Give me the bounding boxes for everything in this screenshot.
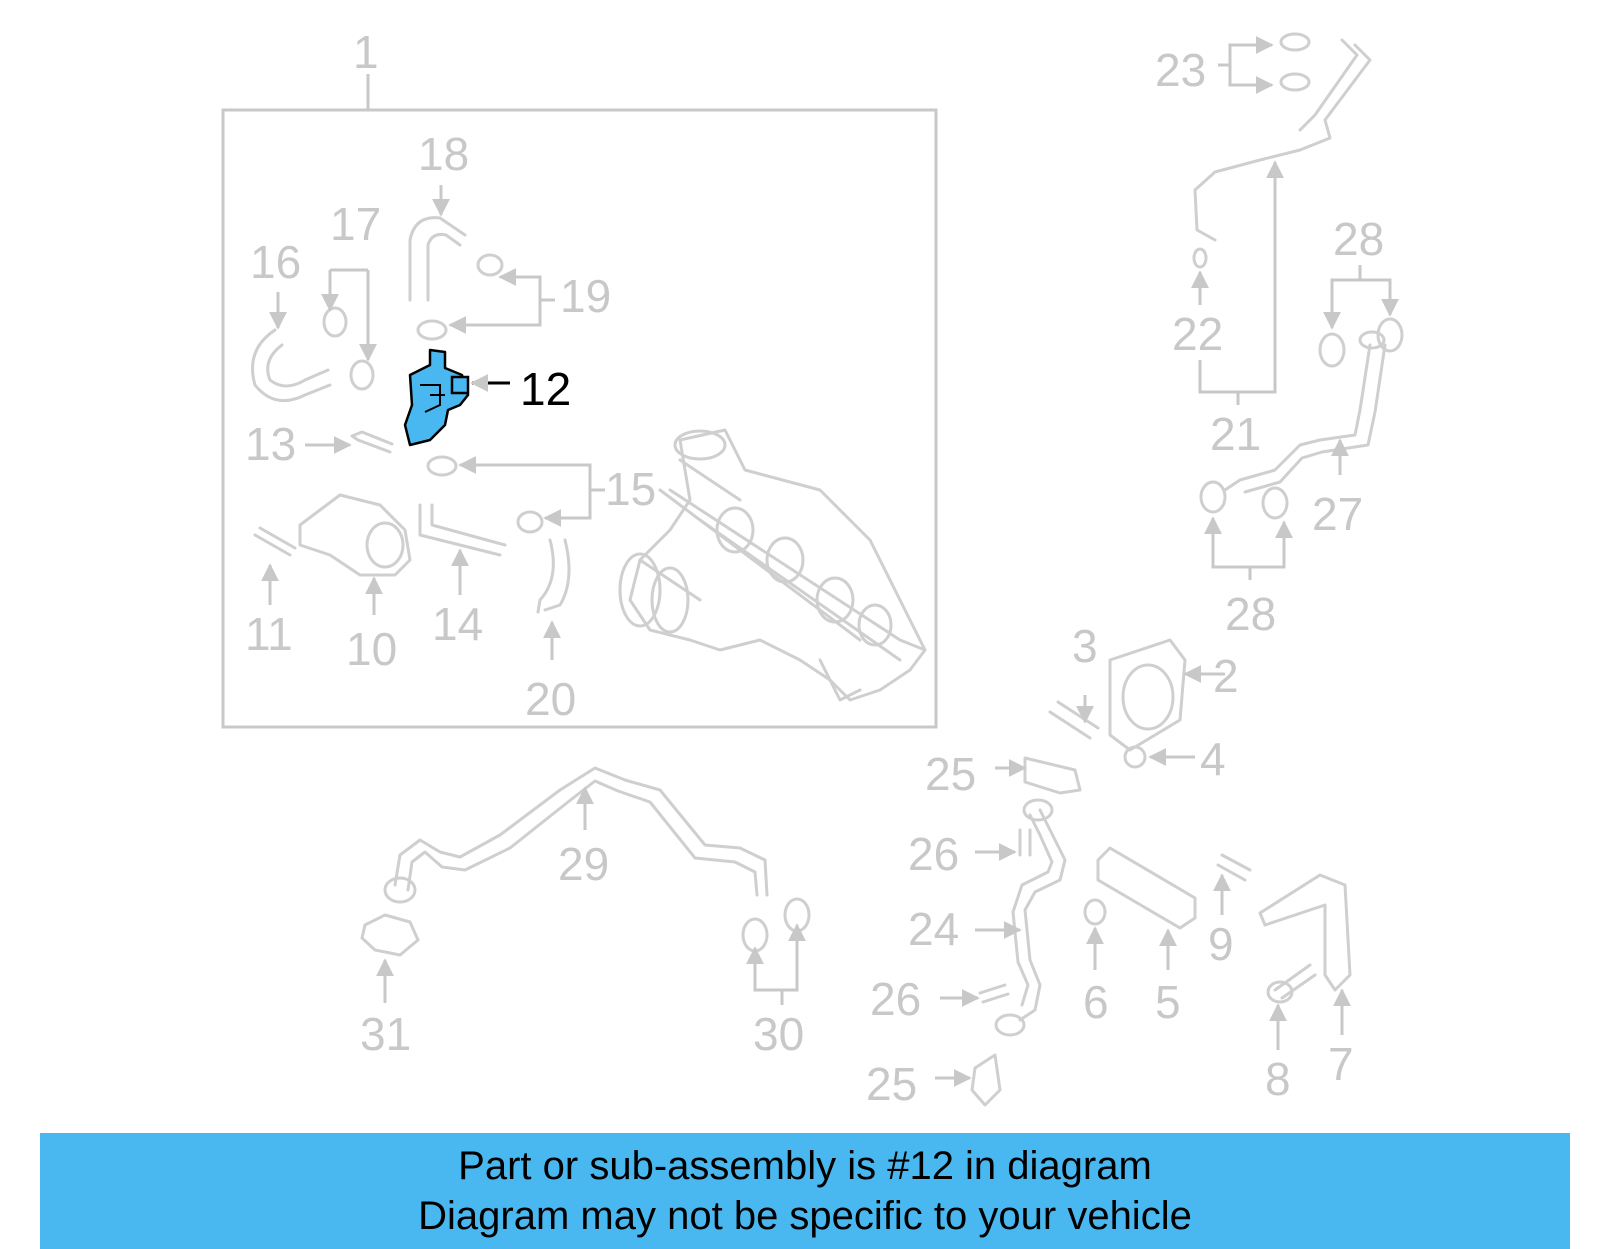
bolt-8 — [1273, 963, 1317, 1000]
label-8: 8 — [1265, 1053, 1291, 1105]
label-29: 29 — [558, 838, 609, 890]
label-10: 10 — [346, 623, 397, 675]
clamp-31 — [360, 913, 420, 957]
label-21: 21 — [1210, 408, 1261, 460]
label-28b: 28 — [1225, 588, 1276, 640]
line-27 — [1223, 343, 1372, 492]
seal-22 — [1192, 247, 1208, 269]
clamp-15a — [426, 455, 458, 477]
label-23: 23 — [1155, 44, 1206, 96]
line-29 — [393, 766, 769, 897]
hose-18 — [408, 216, 467, 302]
label-17: 17 — [330, 198, 381, 250]
seal-28c — [1199, 480, 1227, 514]
label-16: 16 — [250, 236, 301, 288]
label-3: 3 — [1072, 620, 1098, 672]
bracket-5 — [1096, 846, 1197, 930]
label-19: 19 — [560, 270, 611, 322]
label-7: 7 — [1328, 1038, 1354, 1090]
gasket-25a — [1023, 756, 1082, 795]
label-2: 2 — [1213, 650, 1239, 702]
label-26a: 26 — [908, 828, 959, 880]
seal-28b — [1376, 317, 1404, 353]
label-24: 24 — [908, 903, 959, 955]
bolt-11 — [253, 526, 297, 557]
leader-lines — [261, 36, 1399, 1087]
seal-28a — [1318, 332, 1346, 368]
bolt-26b — [978, 983, 1010, 1004]
clamp-17b — [349, 359, 375, 391]
hose-14 — [418, 503, 507, 557]
label-9: 9 — [1208, 918, 1234, 970]
gasket-25b — [970, 1053, 1002, 1107]
seal-28d — [1261, 486, 1289, 520]
label-4: 4 — [1200, 733, 1226, 785]
label-28a: 28 — [1333, 213, 1384, 265]
callout-labels: 1 2 3 4 5 6 7 8 9 10 11 12 13 14 15 16 1… — [245, 26, 1384, 1110]
bolt-26a — [1018, 828, 1032, 857]
label-14: 14 — [432, 598, 483, 650]
seal-30a — [741, 917, 769, 953]
bolt-9 — [1216, 853, 1252, 882]
bolt-13 — [350, 430, 394, 454]
label-1: 1 — [353, 26, 379, 78]
line-21 — [1193, 43, 1372, 242]
label-13: 13 — [245, 418, 296, 470]
label-20: 20 — [525, 673, 576, 725]
label-11: 11 — [245, 608, 293, 660]
label-22: 22 — [1172, 308, 1223, 360]
label-30: 30 — [753, 1008, 804, 1060]
bracket-7 — [1258, 873, 1352, 992]
label-18: 18 — [418, 128, 469, 180]
stud-3 — [1048, 700, 1100, 740]
label-31: 31 — [360, 1008, 411, 1060]
seal-23b — [1279, 72, 1311, 92]
label-15: 15 — [605, 463, 656, 515]
clamp-19a — [476, 253, 504, 277]
info-banner: Part or sub-assembly is #12 in diagram D… — [40, 1133, 1570, 1249]
subassembly-box — [221, 108, 938, 729]
nut-6 — [1083, 898, 1107, 926]
label-27: 27 — [1312, 488, 1363, 540]
actuator-10 — [298, 493, 412, 577]
hose-20 — [536, 538, 571, 614]
seal-23a — [1279, 32, 1311, 52]
label-26b: 26 — [870, 973, 921, 1025]
turbocharger-drawing — [618, 428, 927, 702]
label-25a: 25 — [925, 748, 976, 800]
clamp-17a — [322, 306, 348, 338]
banner-line-2: Diagram may not be specific to your vehi… — [418, 1194, 1192, 1238]
label-12: 12 — [520, 363, 571, 415]
line-24 — [1018, 808, 1067, 1022]
nut-4 — [1123, 745, 1147, 769]
valve-12-highlight — [403, 348, 470, 447]
gasket-2 — [1108, 638, 1187, 752]
banner-line-1: Part or sub-assembly is #12 in diagram — [458, 1144, 1152, 1188]
label-25b: 25 — [866, 1058, 917, 1110]
clamp-15b — [516, 510, 544, 534]
label-6: 6 — [1083, 976, 1109, 1028]
label-5: 5 — [1155, 976, 1181, 1028]
clamp-19b — [416, 319, 448, 341]
hose-16 — [251, 328, 332, 403]
